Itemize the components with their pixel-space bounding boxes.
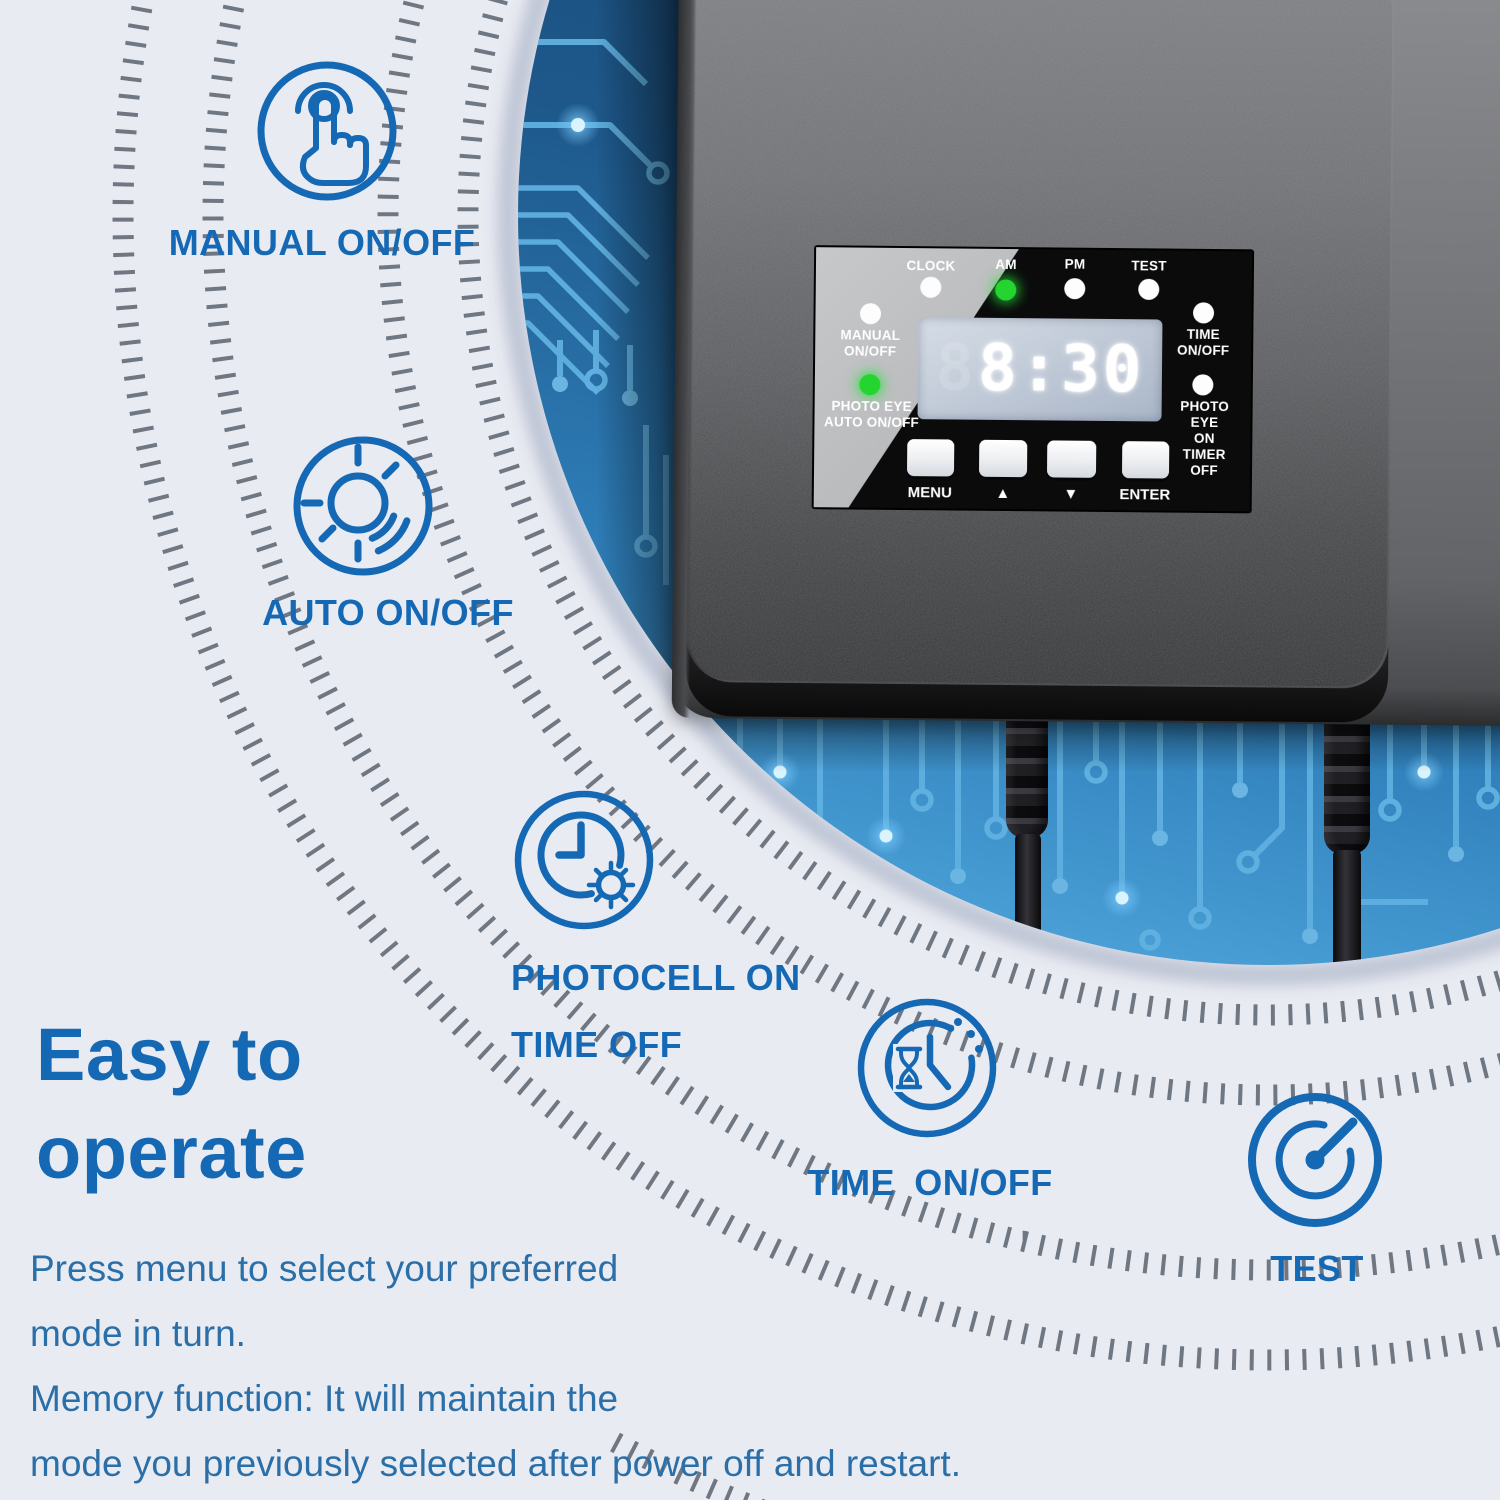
- indicator-label-test: TEST: [1131, 258, 1167, 274]
- cable-left: [1015, 834, 1041, 938]
- description-line: mode you previously selected after power…: [30, 1443, 961, 1484]
- page-title: Easy to operate: [36, 1013, 307, 1194]
- feature-label-test: TEST: [1270, 1248, 1364, 1289]
- pm-indicator-dot: [1064, 278, 1086, 300]
- feature-label-photocell-on-time-off: PHOTOCELL ON TIME OFF: [511, 957, 801, 1065]
- am-indicator-dot: [995, 279, 1017, 301]
- lcd-ghost-digit: 8: [935, 331, 975, 406]
- test-indicator-dot: [1138, 278, 1160, 300]
- clock-hourglass-icon: [857, 998, 997, 1138]
- timer-device: CLOCK AM PM TEST MANUAL ON/OFF PHOTO EYE…: [671, 0, 1500, 730]
- photo-eye-on-timer-off-dot: [1192, 374, 1214, 396]
- description-line: Press menu to select your preferred: [30, 1248, 619, 1289]
- description-line: mode in turn.: [30, 1313, 246, 1354]
- feature-label-manual-on-off: MANUAL ON/OFF: [168, 222, 476, 263]
- gauge-icon: [1248, 1093, 1382, 1227]
- down-arrow-icon: ▼: [1063, 485, 1079, 503]
- clock-indicator-dot: [920, 276, 942, 298]
- enter-button-label: ENTER: [1119, 486, 1171, 504]
- up-arrow-icon: ▲: [995, 484, 1011, 503]
- indicator-label-am: AM: [995, 256, 1017, 273]
- indicator-label-time-on-off: TIME ON/OFF: [1177, 326, 1230, 359]
- enter-button[interactable]: [1121, 441, 1170, 479]
- cable-right: [1333, 850, 1361, 965]
- indicator-label-manual-on-off: MANUAL ON/OFF: [840, 327, 901, 359]
- clock-sun-icon: [514, 790, 654, 930]
- sun-photocell-icon: [293, 436, 433, 576]
- time-on-off-indicator-dot: [1192, 302, 1215, 324]
- feature-label-auto-on-off: AUTO ON/OFF: [262, 592, 514, 633]
- lcd-display: 8 8:30: [917, 317, 1163, 422]
- lcd-time-value: 8:30: [977, 331, 1145, 408]
- touch-hand-icon: [257, 61, 397, 201]
- menu-button-label: MENU: [907, 484, 952, 502]
- description-line: Memory function: It will maintain the: [30, 1378, 619, 1419]
- indicator-label-pm: PM: [1064, 256, 1086, 272]
- manual-indicator-dot: [859, 303, 882, 325]
- menu-button[interactable]: [906, 439, 955, 477]
- indicator-label-clock: CLOCK: [906, 258, 956, 274]
- down-button[interactable]: [1046, 440, 1097, 478]
- indicator-label-photo-eye-on-timer-off: PHOTO EYE ON TIMER OFF: [1180, 398, 1230, 479]
- description-text: Press menu to select your preferred mode…: [30, 1236, 961, 1496]
- feature-label-time-on-off: TIME ON/OFF: [807, 1162, 1053, 1203]
- up-button[interactable]: [978, 439, 1028, 478]
- photo-eye-indicator-dot: [859, 374, 881, 396]
- control-panel: CLOCK AM PM TEST MANUAL ON/OFF PHOTO EYE…: [811, 245, 1255, 514]
- indicator-label-photo-eye-auto: PHOTO EYE AUTO ON/OFF: [823, 398, 920, 431]
